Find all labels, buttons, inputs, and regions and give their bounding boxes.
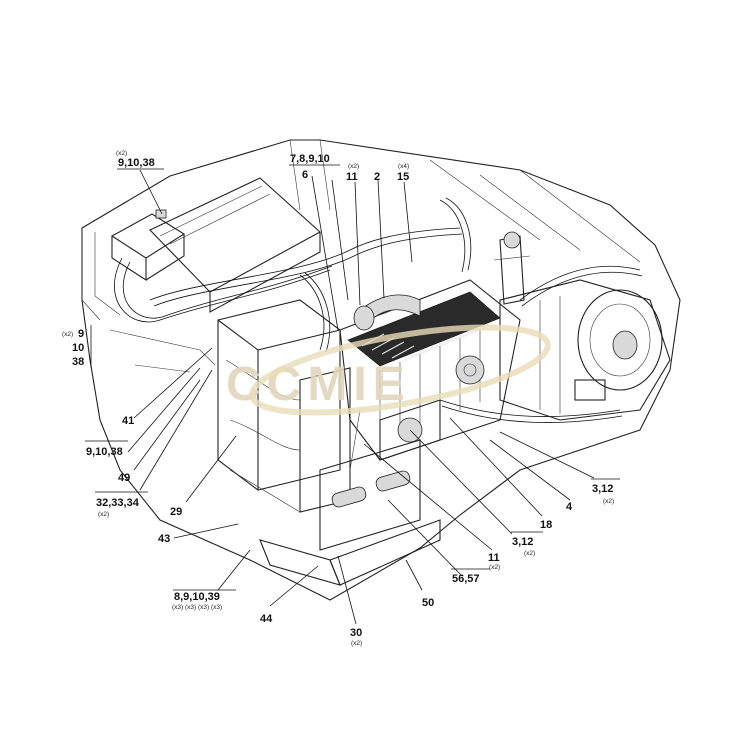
callout-label: 2 xyxy=(374,171,380,183)
callout-label: 43 xyxy=(158,533,170,545)
callout-qty: (x2) xyxy=(603,498,614,505)
callout-label: 4 xyxy=(566,501,573,513)
callout-labels: (x2) 9,10,38 7,8,9,10 6 (x2) 11 2 (x4) 1… xyxy=(62,150,620,647)
callout-qty: (x2) xyxy=(489,564,500,571)
callout-label: 7,8,9,10 xyxy=(290,153,330,165)
callout-label: 56,57 xyxy=(452,573,480,585)
watermark-swoosh xyxy=(249,324,551,416)
hoses xyxy=(114,197,643,423)
callout-label: 38 xyxy=(72,356,84,368)
transmission xyxy=(493,231,671,421)
callout-label: 49 xyxy=(118,472,130,484)
callout-label: 30 xyxy=(350,627,362,639)
callout-label: 3,12 xyxy=(512,536,533,548)
callout-label: 6 xyxy=(302,169,308,181)
leader-lines xyxy=(127,169,595,625)
callout-qty: (x3) (x3) (x3) (x3) xyxy=(172,604,222,611)
callout-qty: (x4) xyxy=(398,163,409,170)
callout-label: 41 xyxy=(122,415,134,427)
callout-label: 8,9,10,39 xyxy=(174,591,220,603)
callout-label: 44 xyxy=(260,613,273,625)
callout-label: 18 xyxy=(540,519,552,531)
callout-label: 3,12 xyxy=(592,483,613,495)
callout-qty: (x2) xyxy=(351,640,362,647)
front-mount-frame xyxy=(229,367,441,586)
callout-label: 50 xyxy=(422,597,434,609)
chassis-outline xyxy=(81,139,681,601)
callout-label: 10 xyxy=(72,342,84,354)
callout-label: 32,33,34 xyxy=(96,497,140,509)
callout-label: 11 xyxy=(346,171,358,183)
callout-label: 9 xyxy=(78,328,84,340)
callout-label: 9,10,38 xyxy=(118,157,155,169)
callout-qty: (x2) xyxy=(524,550,535,557)
callout-qty: (x2) xyxy=(98,511,109,518)
callout-qty: (x2) xyxy=(348,163,359,170)
tank-assembly xyxy=(110,177,321,313)
callout-qty: (x2) xyxy=(62,331,73,338)
callout-label: 9,10,38 xyxy=(86,446,123,458)
callout-label: 15 xyxy=(397,171,409,183)
callout-label: 11 xyxy=(488,552,500,564)
callout-qty: (x2) xyxy=(116,150,127,157)
callout-label: 29 xyxy=(170,506,182,518)
